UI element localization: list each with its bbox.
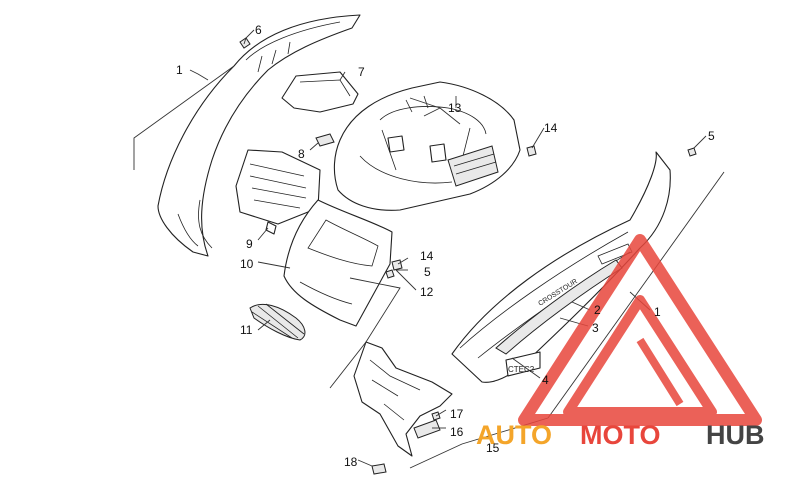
watermark-auto: AUTO [476, 420, 552, 450]
watermark-hub: HUB [706, 420, 765, 450]
callout-7: 7 [358, 65, 365, 79]
callout-5-right: 5 [708, 129, 715, 143]
mesh-screen [249, 303, 306, 341]
callout-14-top: 14 [544, 121, 558, 135]
right-side-panel [451, 151, 671, 383]
callout-18: 18 [344, 455, 358, 469]
hood-center [333, 81, 521, 211]
callout-2: 2 [594, 303, 601, 317]
watermark-moto: MOTO [580, 420, 661, 450]
callout-6: 6 [255, 23, 262, 37]
watermark-triangle-inner [563, 295, 717, 417]
lower-skid [353, 341, 453, 457]
callout-1-right: 1 [654, 305, 661, 319]
small-bracket [315, 133, 335, 147]
watermark-logo [518, 234, 762, 426]
callout-4: 4 [542, 373, 549, 387]
callout-12: 12 [420, 285, 434, 299]
callout-16: 16 [450, 425, 464, 439]
callout-9: 9 [246, 237, 253, 251]
callout-14-mid: 14 [420, 249, 434, 263]
windscreen-insert [281, 71, 359, 113]
watermark-triangle-mid [636, 337, 684, 407]
callout-5-mid: 5 [424, 265, 431, 279]
callout-10: 10 [240, 257, 254, 271]
front-fascia [283, 199, 393, 327]
left-side-panel [157, 14, 361, 257]
side-decal-text: CTEC2 [508, 365, 535, 374]
leader-lines [133, 29, 725, 469]
watermark-triangle-outer [518, 234, 762, 426]
callout-8: 8 [298, 147, 305, 161]
callout-1-left: 1 [176, 63, 183, 77]
callout-13: 13 [448, 101, 462, 115]
louver-grille [235, 149, 321, 235]
callout-15: 15 [486, 441, 500, 455]
callout-11: 11 [240, 323, 253, 337]
callout-3: 3 [592, 321, 599, 335]
hardware [239, 37, 697, 475]
callout-17: 17 [450, 407, 464, 421]
